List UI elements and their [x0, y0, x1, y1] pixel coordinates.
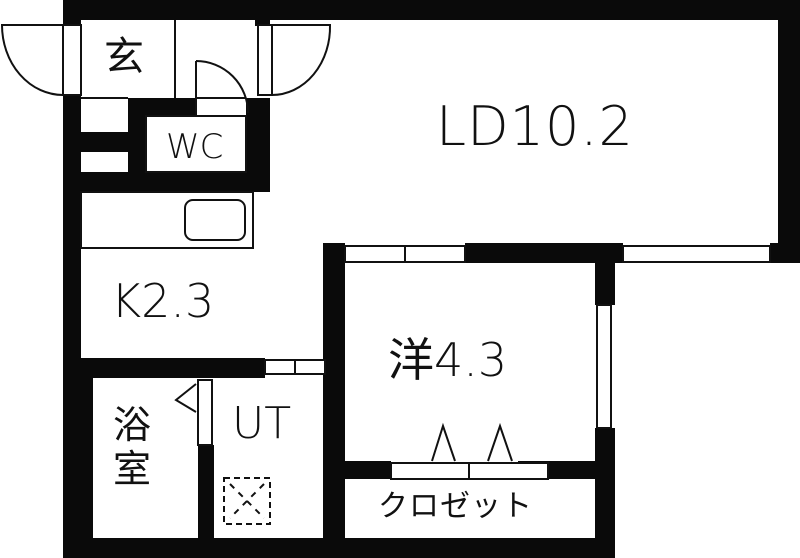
room-label-genkan: 玄 [104, 34, 144, 80]
room-label-western: 洋4.3 [388, 333, 508, 387]
room-label-wc: WC [166, 127, 224, 167]
ld-door-swing-icon [271, 24, 332, 96]
entrance-door-frame [62, 24, 82, 96]
wc-box [145, 115, 247, 173]
washing-machine-icon [223, 477, 271, 525]
closet-door-icon [487, 422, 513, 462]
sink-icon [184, 199, 246, 241]
room-label-ld: LD10.2 [436, 95, 634, 158]
room-label-kitchen: K2.3 [111, 274, 215, 328]
bath-door-icon [174, 383, 197, 413]
window-icon [596, 304, 612, 429]
fixtures-and-openings [0, 20, 771, 525]
room-label-closet: クロゼット [378, 489, 533, 524]
window-icon [622, 245, 771, 263]
wc-door-swing-icon [195, 60, 249, 114]
closet-door-icon [431, 422, 456, 462]
room-label-ut: UT [232, 398, 292, 449]
entrance-door-swing-icon [0, 24, 64, 96]
room-label-bath: 浴室 [112, 403, 151, 491]
window-icon [344, 245, 406, 263]
window-icon [404, 245, 466, 263]
kitchen-counter [80, 191, 254, 249]
